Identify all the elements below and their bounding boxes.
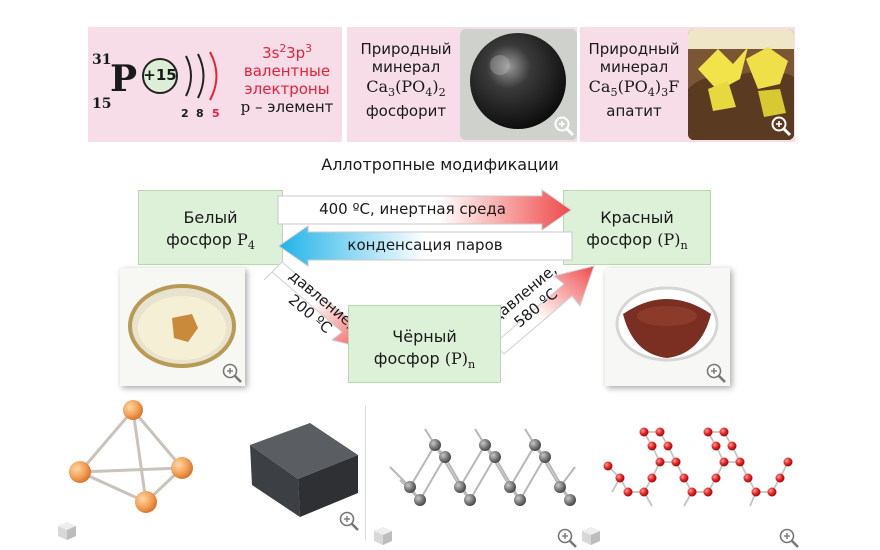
zoom-icon[interactable] [338, 510, 360, 532]
zoom-icon[interactable] [553, 115, 575, 137]
config-main: 3s [262, 44, 280, 62]
zoom-icon[interactable] [778, 527, 800, 549]
valence-label-1: валентные [243, 62, 331, 80]
cube-3d-icon[interactable] [56, 520, 78, 542]
red-line1: Красный [600, 208, 674, 227]
apatite-name: апатит [606, 102, 662, 121]
phosphorite-photo[interactable] [460, 29, 577, 140]
zoom-icon[interactable] [556, 527, 578, 549]
apatite-formula: Ca5(PO4)3F [588, 77, 680, 100]
phosphorite-name: фосфорит [365, 102, 447, 121]
apatite-line1: Природный [588, 40, 680, 58]
config-exp-1: 2 [279, 43, 287, 55]
cube-3d-icon[interactable] [372, 525, 394, 547]
arrow-white-to-red [277, 189, 572, 231]
nucleus [142, 58, 178, 94]
block-letter: p [240, 98, 251, 116]
phosphorite-line2: минерал [371, 58, 441, 76]
red-phosphorus-box: Красный фосфор (P)n [563, 190, 711, 265]
allotropes-title: Аллотропные модификации [321, 155, 559, 174]
black-line1: Чёрный [392, 327, 457, 346]
black-phosphorus-photo[interactable] [240, 405, 366, 540]
white-phosphorus-photo[interactable] [120, 268, 245, 386]
arrow-black-to-red [485, 265, 595, 355]
valence-label-2: электроны [244, 80, 330, 98]
element-symbol: P [110, 58, 138, 100]
black-phosphorus-box: Чёрный фосфор (P)n [348, 305, 501, 383]
config-mid: 3p [286, 44, 306, 62]
shell-2 [197, 53, 205, 99]
cube-3d-icon[interactable] [580, 525, 602, 547]
phosphorite-line1: Природный [360, 40, 452, 58]
block-text: – элемент [250, 98, 334, 116]
shell-3 [209, 51, 218, 101]
zoom-icon[interactable] [770, 115, 792, 137]
shell-1 [185, 55, 192, 97]
atomic-number: 15 [92, 96, 112, 112]
black-phosphorus-structure-model[interactable] [385, 415, 580, 515]
phosphorite-text: Природный минерал Ca3(PO4)2 фосфорит [350, 40, 462, 120]
arrow-bottom-label: конденсация паров [347, 236, 503, 254]
atom-shell-diagram [142, 51, 218, 101]
electron-config: 3s23p3 [232, 40, 342, 63]
apatite-line2: минерал [599, 58, 669, 76]
apatite-photo[interactable] [688, 29, 794, 140]
config-exp-2: 3 [305, 43, 312, 55]
zoom-icon[interactable] [221, 362, 243, 384]
arrow-top-label: 400 ºС, инертная среда [319, 200, 506, 218]
nucleus-charge: +15 [143, 66, 177, 84]
white-line2: фосфор P4 [166, 230, 255, 253]
red-phosphorus-structure-model[interactable] [600, 418, 800, 513]
shell-count-2: 8 [196, 107, 204, 120]
shell-count-3: 5 [212, 107, 220, 120]
mass-number: 31 [92, 52, 112, 68]
phosphorite-formula: Ca3(PO4)2 [366, 77, 446, 100]
block-label: p – элемент [232, 98, 342, 116]
white-phosphorus-box: Белый фосфор P4 [138, 190, 283, 265]
apatite-text: Природный минерал Ca5(PO4)3F апатит [578, 40, 690, 120]
shell-count-1: 2 [181, 107, 189, 120]
red-line2: фосфор (P)n [586, 230, 688, 253]
black-line2: фосфор (P)n [373, 349, 476, 372]
arrow-red-to-white [278, 225, 573, 267]
zoom-icon[interactable] [705, 362, 727, 384]
white-phosphorus-molecule-model[interactable] [60, 392, 200, 522]
white-line1: Белый [183, 208, 238, 227]
